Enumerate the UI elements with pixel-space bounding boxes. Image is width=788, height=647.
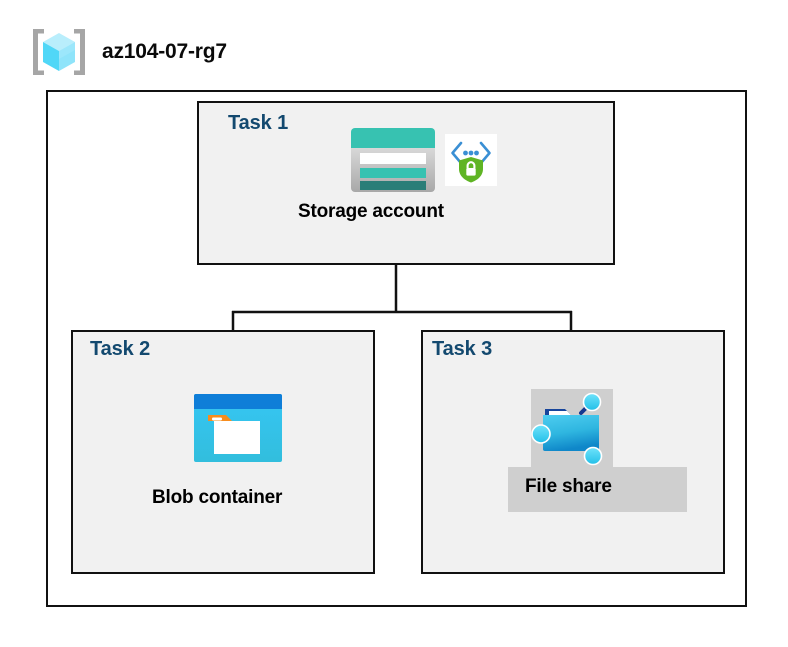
storage-account-label: Storage account xyxy=(298,201,444,222)
resource-group-name: az104-07-rg7 xyxy=(102,40,227,63)
private-link-shield-icon xyxy=(445,134,497,186)
blob-container-icon xyxy=(194,394,282,462)
file-share-label: File share xyxy=(525,476,612,497)
storage-account-icon xyxy=(351,128,435,192)
blob-container-label: Blob container xyxy=(152,487,283,508)
task-2-label: Task 2 xyxy=(90,338,151,360)
resource-group-icon xyxy=(33,29,85,75)
file-share-icon xyxy=(531,392,603,466)
task-3-label: Task 3 xyxy=(432,338,493,360)
task-1-label: Task 1 xyxy=(228,112,289,134)
resource-group-header: az104-07-rg7 xyxy=(30,26,227,78)
file-share-label-highlight xyxy=(508,467,687,512)
